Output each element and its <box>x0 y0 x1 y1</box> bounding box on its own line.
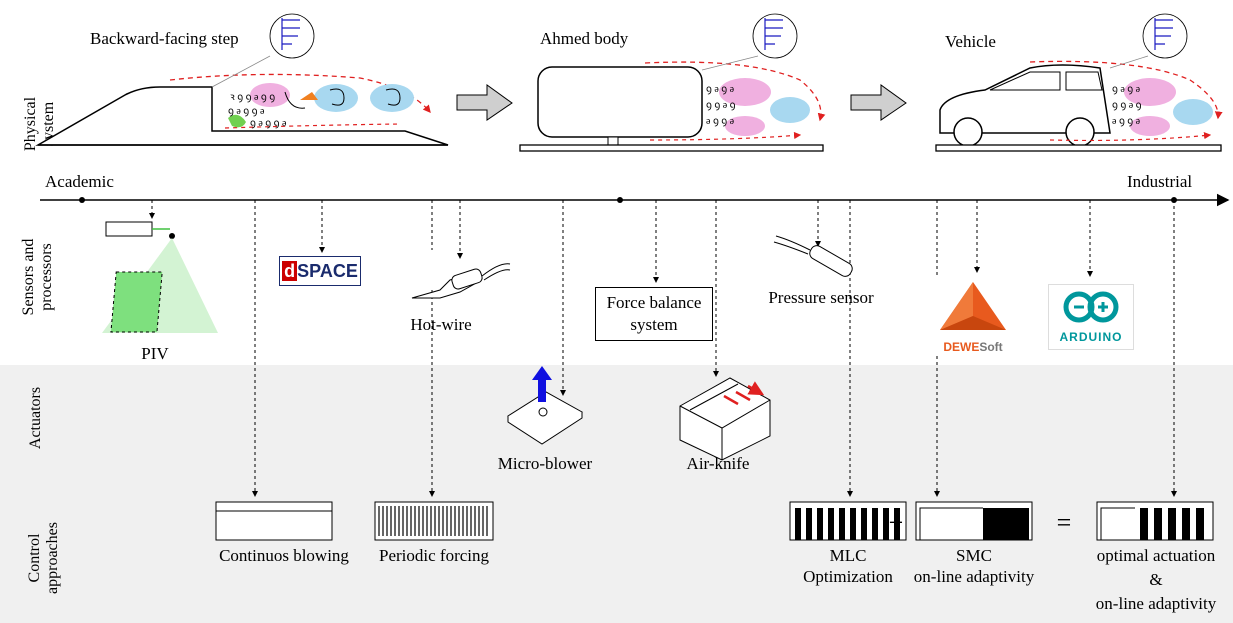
label-ahmed-body: Ahmed body <box>540 29 629 48</box>
arrow-bfs-to-ahmed <box>456 84 513 121</box>
label-optimal-actuation: optimal actuation <box>1096 546 1216 565</box>
optimal-box <box>1096 501 1214 541</box>
svg-text:ꝯ ә ꝯ ә: ꝯ ә ꝯ ә <box>1112 84 1141 95</box>
label-vehicle: Vehicle <box>945 32 996 51</box>
label-micro-blower: Micro-blower <box>497 454 593 473</box>
backward-facing-step-drawing: ꝛ ꝯ ꝯ ә ꝯ ꝯ ꝯ ә ꝯ ꝯ ә ꝯ ә ꝯ ꝯ ә <box>35 13 449 146</box>
axis-dot-left <box>79 197 85 203</box>
svg-text:ꝯ ә ꝯ ꝯ ә: ꝯ ә ꝯ ꝯ ә <box>250 118 287 129</box>
arduino-logo: ARDUINO <box>1048 284 1134 350</box>
piv-illustration <box>102 221 218 333</box>
label-smc-adaptivity: on-line adaptivity <box>913 567 1035 586</box>
vehicle-drawing: ꝯ ә ꝯ ә ꝯ ꝯ ә ꝯ ә ꝯ ꝯ ә <box>935 13 1223 152</box>
actuators-band <box>0 365 1233 472</box>
label-hot-wire: Hot-wire <box>410 315 472 334</box>
axis-label-academic: Academic <box>45 172 114 191</box>
dotted-connectors <box>149 200 1177 497</box>
label-periodic-forcing: Periodic forcing <box>379 546 489 565</box>
continuous-blowing-box <box>215 501 333 541</box>
hotwire-illustration <box>411 263 511 299</box>
axis-label-industrial: Industrial <box>1127 172 1193 191</box>
label-ampersand: & <box>1149 570 1163 589</box>
equals-sign: = <box>1056 508 1072 537</box>
dewesoft-triangle-icon <box>940 282 1006 330</box>
label-backward-facing-step: Backward-facing step <box>90 29 239 48</box>
label-opt-adaptivity: on-line adaptivity <box>1095 594 1217 613</box>
arrow-ahmed-to-vehicle <box>850 84 907 121</box>
micro-blower-illustration <box>507 366 583 445</box>
ahmed-body-drawing: ꝯ ә ꝯ ә ꝯ ꝯ ә ꝯ ә ꝯ ꝯ ә <box>519 13 826 152</box>
svg-text:ꝯ ә ꝯ ꝯ ә: ꝯ ә ꝯ ꝯ ә <box>228 106 265 117</box>
svg-text:ꝯ ꝯ ә ꝯ: ꝯ ꝯ ә ꝯ <box>1112 100 1142 111</box>
smc-box <box>915 501 1033 541</box>
air-knife-illustration <box>679 377 770 461</box>
label-smc: SMC <box>956 546 992 565</box>
svg-text:ә ꝯ ꝯ ә: ә ꝯ ꝯ ә <box>706 116 735 127</box>
svg-text:ꝯ ә ꝯ ә: ꝯ ә ꝯ ә <box>706 84 735 95</box>
arduino-infinity-icon <box>1063 291 1119 323</box>
axis-dot-mid <box>617 197 623 203</box>
svg-text:ә ꝯ ꝯ ә: ә ꝯ ꝯ ә <box>1112 116 1141 127</box>
pressure-sensor-illustration <box>773 235 853 277</box>
periodic-forcing-box <box>374 501 494 541</box>
label-mlc-optimization: Optimization <box>803 567 893 586</box>
dewesoft-logo: DEWESoft <box>932 278 1014 354</box>
label-pressure-sensor: Pressure sensor <box>768 288 874 307</box>
control-band <box>0 472 1233 623</box>
force-balance-box: Force balance system <box>595 287 713 341</box>
periodic-stripes <box>378 506 488 536</box>
label-mlc: MLC <box>829 546 867 565</box>
label-continuous-blowing: Continuos blowing <box>219 546 349 565</box>
label-piv: PIV <box>141 344 169 363</box>
svg-text:ꝛ ꝯ ꝯ ә ꝯ ꝯ: ꝛ ꝯ ꝯ ә ꝯ ꝯ <box>230 92 275 103</box>
svg-text:ꝯ ꝯ ә ꝯ: ꝯ ꝯ ә ꝯ <box>706 100 736 111</box>
mlc-box <box>789 501 907 541</box>
plus-sign: + <box>888 508 904 537</box>
label-air-knife: Air-knife <box>686 454 750 473</box>
